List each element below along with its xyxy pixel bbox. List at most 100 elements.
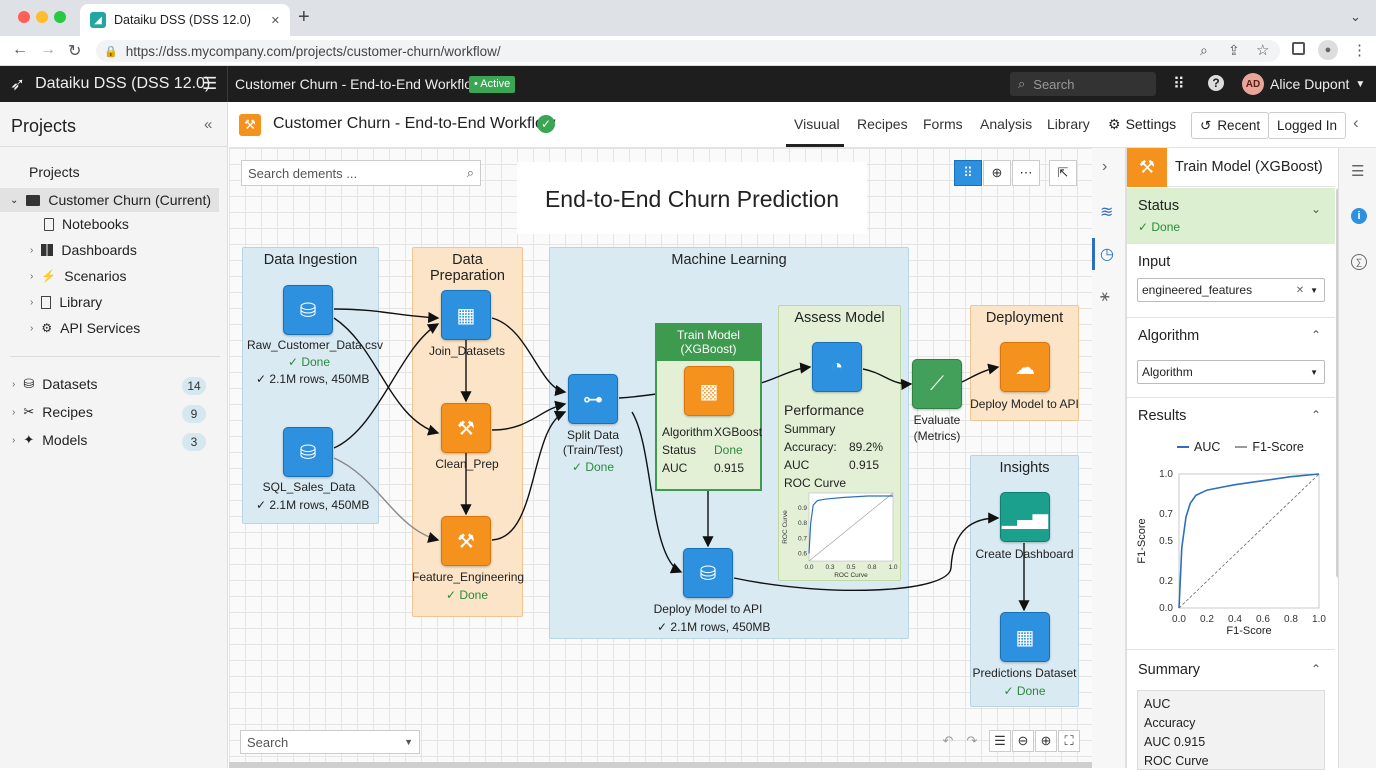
flow-title-card <box>517 162 867 234</box>
stats-icon[interactable]: ∑ <box>1351 254 1367 270</box>
help-icon[interactable]: ? <box>1208 75 1224 91</box>
zoom-in-icon[interactable]: ⊕ <box>1035 730 1057 752</box>
recent-button[interactable]: ↺ Recent <box>1191 112 1270 139</box>
cloud-gear-icon: ☁ <box>1015 356 1035 379</box>
user-menu[interactable]: AD Alice Dupont ▼ <box>1242 73 1365 95</box>
menu-lines-icon[interactable]: ☰ <box>1351 163 1365 180</box>
tab-menu-icon[interactable]: ⌄ <box>1350 9 1361 24</box>
sidebar-toggle-icon[interactable] <box>1292 42 1305 55</box>
clock-icon[interactable]: ◷ <box>1100 246 1114 263</box>
share-icon[interactable]: ⇪ <box>1228 42 1240 58</box>
profile-icon[interactable]: ● <box>1318 40 1338 60</box>
table-icon: ▦ <box>1015 626 1035 649</box>
project-breadcrumb[interactable]: Customer Churn - End-to-End Workflow <box>235 76 483 92</box>
sidebar-item-notebooks[interactable]: Notebooks <box>44 216 129 232</box>
new-tab-button[interactable]: + <box>298 6 310 28</box>
sidebar-item-scenarios[interactable]: ›⚡Scenarios <box>30 268 127 284</box>
results-x-tick-label: 0.0 <box>1172 614 1186 625</box>
list-view-icon[interactable]: ☰ <box>989 730 1011 752</box>
more-options-button[interactable]: ⋯ <box>1012 160 1040 186</box>
split-data-node[interactable]: ⊶ <box>568 374 618 424</box>
clear-icon[interactable]: ✕ <box>1295 284 1305 296</box>
tab-recipes[interactable]: Recipes <box>857 116 908 132</box>
input-dataset-select[interactable]: engineered_features ✕ ▼ <box>1137 278 1325 302</box>
open-external-button[interactable]: ⇱ <box>1049 160 1077 186</box>
mini-roc-y-tick-label: 0.8 <box>798 520 807 527</box>
assess-gauge-node[interactable]: ◔ <box>812 342 862 392</box>
tab-visual[interactable]: Visuual <box>794 116 840 132</box>
zoom-in-button[interactable]: ⊕ <box>983 160 1011 186</box>
logged-in-button[interactable]: Logged In <box>1268 112 1347 139</box>
sql-sales-data-node[interactable]: ⛁ <box>283 427 333 477</box>
chevron-right-icon: › <box>12 378 16 390</box>
evaluate-metrics-node[interactable]: ⟋ <box>912 359 962 409</box>
sidebar-item-recipes[interactable]: ›✂Recipes <box>12 404 93 420</box>
back-arrow-icon[interactable]: ← <box>12 41 28 58</box>
chevron-right-icon[interactable]: › <box>1102 158 1108 175</box>
grid-view-button[interactable]: ⠿ <box>954 160 982 186</box>
algorithm-key: Algorithm <box>662 425 713 439</box>
sql-sales-data-meta: ✓ 2.1M rows, 450MB <box>256 498 370 512</box>
create-dashboard-node[interactable]: ▁▃▅ <box>1000 492 1050 542</box>
info-icon[interactable]: i <box>1351 208 1367 224</box>
site-info-icon[interactable]: 🔒 <box>104 45 118 58</box>
sidebar-item-datasets[interactable]: ›⛁Datasets <box>12 376 98 392</box>
clean-prep-node[interactable]: ⚒ <box>441 403 491 453</box>
join-datasets-node[interactable]: ▦ <box>441 290 491 340</box>
inspector-algorithm-section: Algorithm ⌃ Algorithm ▼ <box>1127 318 1335 398</box>
tab-library[interactable]: Library <box>1047 116 1090 132</box>
bookmark-star-icon[interactable]: ☆ <box>1256 42 1270 59</box>
maximize-window-button[interactable] <box>54 11 66 23</box>
reload-icon[interactable]: ↻ <box>68 43 82 60</box>
close-tab-icon[interactable]: ✕ <box>270 14 280 27</box>
horizontal-scrollbar[interactable] <box>229 762 1092 768</box>
sidebar-item-library[interactable]: ›Library <box>30 294 102 310</box>
broom-icon[interactable]: ⚹ <box>1100 288 1110 305</box>
sidebar-item-current-project[interactable]: ⌄ Customer Churn (Current) <box>0 188 219 212</box>
close-window-button[interactable] <box>18 11 30 23</box>
redo-icon[interactable]: ↷ <box>966 733 978 748</box>
minimize-window-button[interactable] <box>36 11 48 23</box>
deploy-model-api-node[interactable]: ☁ <box>1000 342 1050 392</box>
summary-item: Accuracy <box>1144 716 1196 730</box>
sidebar-item-api-services[interactable]: ›⚙API Services <box>30 320 140 336</box>
apps-grid-icon[interactable]: ⠿ <box>1173 76 1185 93</box>
browser-menu-icon[interactable]: ⋮ <box>1352 42 1367 59</box>
zoom-out-icon[interactable]: ⊖ <box>1012 730 1034 752</box>
bottom-search-select[interactable]: Search ▼ <box>240 730 420 754</box>
hamburger-menu-icon[interactable]: ☰ <box>202 74 218 93</box>
chevron-up-icon[interactable]: ⌃ <box>1311 408 1322 422</box>
forward-arrow-icon[interactable]: → <box>40 41 56 58</box>
browser-tab[interactable]: ◢ Dataiku DSS (DSS 12.0) ✕ <box>80 4 290 36</box>
global-search-input[interactable]: ⌕ Search <box>1010 72 1156 96</box>
fit-screen-icon[interactable]: ⛶ <box>1058 730 1080 752</box>
sidebar-item-models[interactable]: ›✦Models <box>12 432 87 448</box>
predictions-dataset-node[interactable]: ▦ <box>1000 612 1050 662</box>
tab-analysis[interactable]: Analysis <box>980 116 1033 132</box>
bar-chart-icon: ▁▃▅ <box>1001 506 1049 529</box>
flow-canvas[interactable]: Search dements ... ⌕ ⠿ ⊕ ⋯ ⇱ End-to-End … <box>229 148 1092 768</box>
far-right-rail: ☰ i ∑ <box>1338 148 1376 768</box>
zoom-icon[interactable]: ⌕ <box>1200 42 1208 58</box>
app-brand[interactable]: ➶ Dataiku DSS (DSS 12.0) <box>10 66 228 102</box>
tab-forms[interactable]: Forms <box>923 116 963 132</box>
inspector-title: Train Model (XGBoost) <box>1175 159 1323 175</box>
inspector-status-section[interactable]: Status ✓ Done ⌄ <box>1127 188 1335 244</box>
folder-icon <box>26 194 41 206</box>
chevron-up-icon[interactable]: ⌃ <box>1311 662 1322 676</box>
tab-settings[interactable]: ⚙ Settings <box>1108 116 1176 133</box>
feature-engineering-node[interactable]: ⚒ <box>441 516 491 566</box>
train-model-card[interactable]: Train Model (XGBoost) ▩ Algorithm XGBoos… <box>655 323 762 491</box>
raw-customer-data-node[interactable]: ⛁ <box>283 285 333 335</box>
layers-icon[interactable]: ≋ <box>1100 204 1114 221</box>
algorithm-select[interactable]: Algorithm ▼ <box>1137 360 1325 384</box>
zone-title: Machine Learning <box>671 252 787 268</box>
deploy-model-dataset-node[interactable]: ⛁ <box>683 548 733 598</box>
collapse-sidebar-icon[interactable]: « <box>204 116 213 133</box>
chevron-up-icon[interactable]: ⌃ <box>1311 328 1322 342</box>
url-field[interactable]: 🔒 https://dss.mycompany.com/projects/cus… <box>96 40 1280 62</box>
flow-search-input[interactable]: Search dements ... ⌕ <box>241 160 481 186</box>
sidebar-item-dashboards[interactable]: ›Dashboards <box>30 242 137 258</box>
undo-icon[interactable]: ↶ <box>942 733 954 748</box>
chevron-left-icon[interactable]: ‹ <box>1353 113 1359 132</box>
